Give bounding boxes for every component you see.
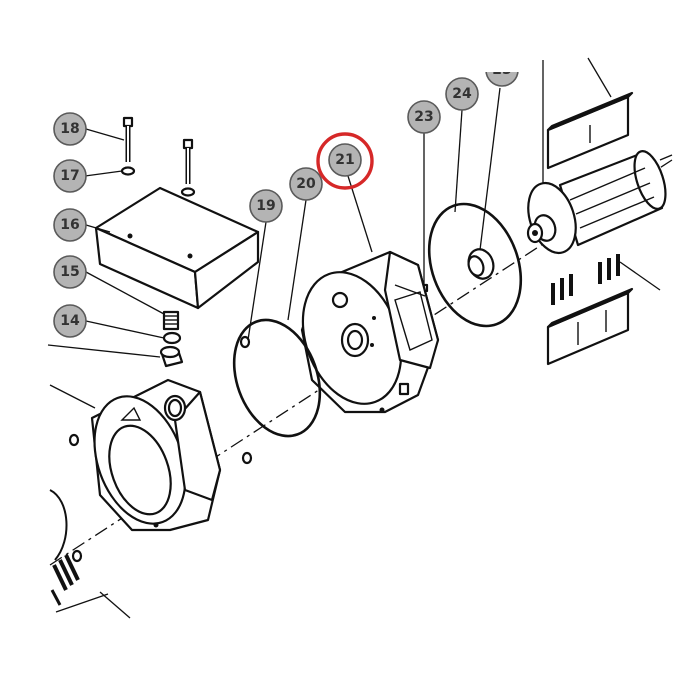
dowel-pin-19 bbox=[239, 335, 251, 349]
o-ring-14 bbox=[162, 331, 182, 345]
svg-text:18: 18 bbox=[60, 121, 79, 137]
front-screw bbox=[68, 433, 80, 447]
top-crop-mask bbox=[480, 40, 530, 72]
leader-15 bbox=[85, 271, 165, 315]
callout-19: 19 bbox=[249, 189, 283, 223]
leader-17 bbox=[84, 170, 123, 177]
leader-24 bbox=[454, 109, 463, 213]
svg-text:20: 20 bbox=[296, 176, 316, 192]
leader-20 bbox=[287, 199, 307, 321]
leader-14 bbox=[85, 320, 165, 339]
terminal-strip-bottom bbox=[546, 287, 634, 366]
carbon-brushes bbox=[551, 254, 661, 305]
svg-text:14: 14 bbox=[60, 313, 80, 329]
gasket-ring-20 bbox=[232, 318, 322, 438]
svg-text:17: 17 bbox=[60, 168, 79, 184]
callout-20: 20 bbox=[289, 167, 323, 201]
svg-text:24: 24 bbox=[452, 86, 472, 102]
terminal-strip-top bbox=[542, 57, 634, 185]
spring-15 bbox=[162, 310, 180, 331]
motor-body-fragment bbox=[49, 489, 131, 619]
cover-plate-16 bbox=[94, 186, 260, 310]
front-housing bbox=[49, 378, 222, 532]
callout-17: 17 bbox=[53, 159, 87, 193]
callout-21: 21 bbox=[328, 143, 362, 177]
washer-17 bbox=[120, 166, 136, 176]
callout-18: 18 bbox=[53, 112, 87, 146]
leader-line-left bbox=[47, 344, 161, 358]
leader-25 bbox=[479, 87, 501, 251]
seal-bushing bbox=[467, 248, 495, 280]
svg-text:16: 16 bbox=[60, 217, 79, 233]
svg-text:23: 23 bbox=[414, 109, 433, 125]
rotor-armature bbox=[526, 150, 673, 255]
callout-23: 23 bbox=[407, 100, 441, 134]
highlight-ring-21 bbox=[316, 132, 374, 190]
svg-text:15: 15 bbox=[60, 264, 79, 280]
callout-16: 16 bbox=[53, 208, 87, 242]
drain-plug bbox=[159, 345, 184, 368]
dowel-pin-lower bbox=[241, 451, 253, 465]
leader-19 bbox=[247, 221, 267, 341]
callout-14: 14 bbox=[53, 304, 87, 338]
bolt-second bbox=[180, 138, 196, 197]
svg-text:19: 19 bbox=[256, 198, 275, 214]
leader-16 bbox=[85, 224, 111, 233]
callout-15: 15 bbox=[53, 255, 87, 289]
leader-18 bbox=[85, 128, 125, 141]
pump-housing-21 bbox=[300, 250, 440, 414]
svg-text:21: 21 bbox=[335, 152, 354, 168]
bolt-18 bbox=[122, 116, 134, 162]
gasket-ring-24 bbox=[427, 202, 523, 328]
callout-24: 24 bbox=[445, 77, 479, 111]
